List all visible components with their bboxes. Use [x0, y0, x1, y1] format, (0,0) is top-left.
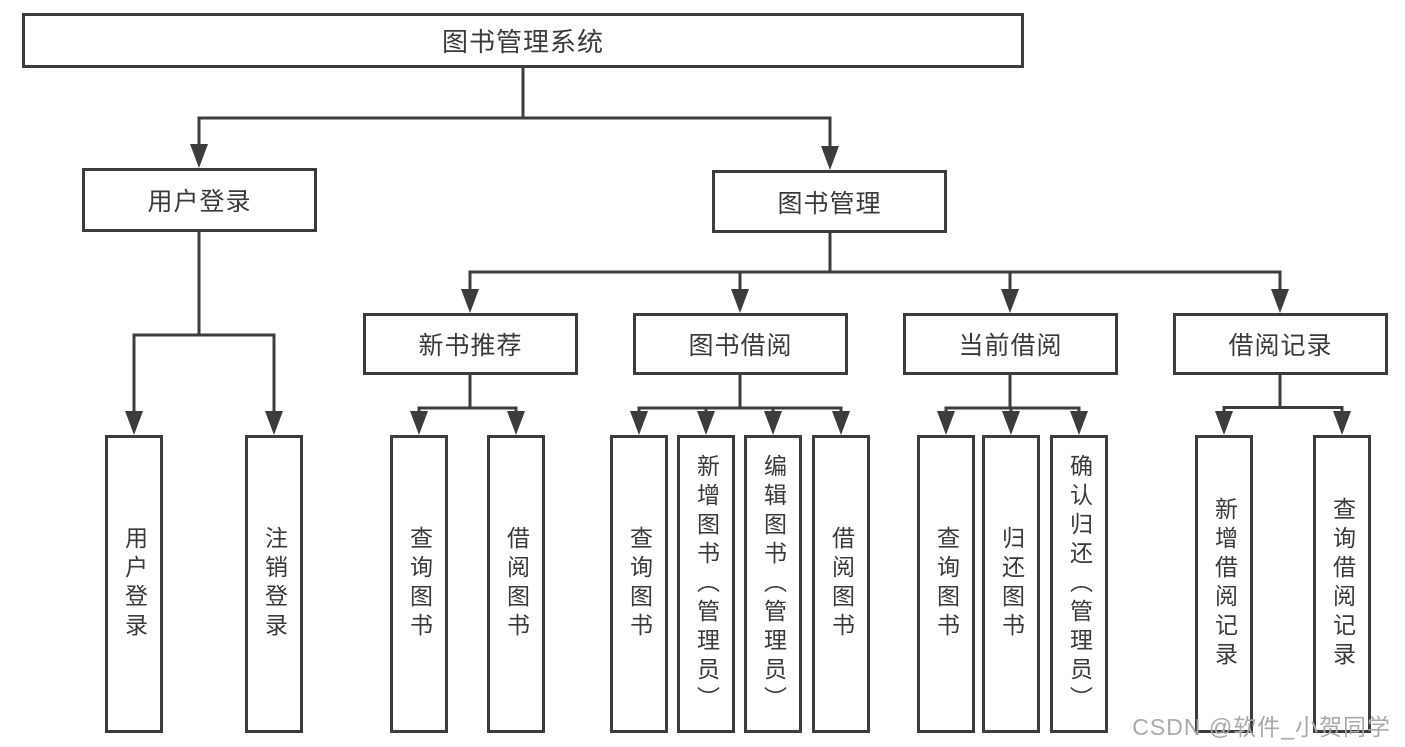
- leaf-user-login: 用户登录: [105, 435, 163, 733]
- node-label: 当前借阅: [958, 332, 1063, 360]
- leaf-query-books-1: 查询图书: [390, 435, 448, 733]
- node-label: 新书推荐: [418, 332, 523, 360]
- node-current-borrow: 当前借阅: [903, 313, 1118, 375]
- leaf-query-borrow-record: 查询借阅记录: [1313, 435, 1371, 733]
- node-label: 查询借阅记录: [1329, 497, 1356, 671]
- node-label: 查询图书: [626, 526, 653, 642]
- csdn-watermark: CSDN @软件_小贺同学: [1132, 714, 1391, 740]
- node-label: 用户登录: [121, 526, 148, 642]
- leaf-add-borrow-record: 新增借阅记录: [1195, 435, 1253, 733]
- node-label: 借阅图书: [828, 526, 855, 642]
- leaf-borrow-books-1: 借阅图书: [487, 435, 545, 733]
- node-new-book-recommend: 新书推荐: [363, 313, 578, 375]
- leaf-borrow-books-2: 借阅图书: [812, 435, 870, 733]
- node-label: 图书借阅: [688, 332, 793, 360]
- node-label: 借阅记录: [1228, 332, 1333, 360]
- node-label: 新增图书（管理员）: [693, 453, 720, 715]
- leaf-return-book: 归还图书: [982, 435, 1040, 733]
- node-label: 新增借阅记录: [1211, 497, 1238, 671]
- leaf-logout: 注销登录: [245, 435, 303, 733]
- node-borrow-records: 借阅记录: [1173, 313, 1388, 375]
- node-root-library-system: 图书管理系统: [22, 13, 1024, 68]
- node-label: 归还图书: [998, 526, 1025, 642]
- node-label: 查询图书: [406, 526, 433, 642]
- node-label: 确认归还（管理员）: [1066, 453, 1093, 715]
- node-label: 借阅图书: [503, 526, 530, 642]
- arrowheads: [125, 144, 1351, 435]
- node-label: 图书管理: [777, 189, 882, 218]
- node-book-borrow: 图书借阅: [633, 313, 848, 375]
- leaf-add-book-admin: 新增图书（管理员）: [677, 435, 735, 733]
- node-label: 用户登录: [147, 188, 252, 216]
- leaf-query-books-2: 查询图书: [610, 435, 668, 733]
- leaf-edit-book-admin: 编辑图书（管理员）: [744, 435, 802, 733]
- node-label: 查询图书: [933, 526, 960, 642]
- node-label: 编辑图书（管理员）: [760, 453, 787, 715]
- leaf-confirm-return-admin: 确认归还（管理员）: [1050, 435, 1108, 733]
- leaf-query-books-3: 查询图书: [917, 435, 975, 733]
- node-label: 注销登录: [261, 526, 288, 642]
- node-book-management: 图书管理: [712, 170, 947, 233]
- node-label: 图书管理系统: [441, 27, 604, 57]
- node-user-login: 用户登录: [82, 168, 317, 232]
